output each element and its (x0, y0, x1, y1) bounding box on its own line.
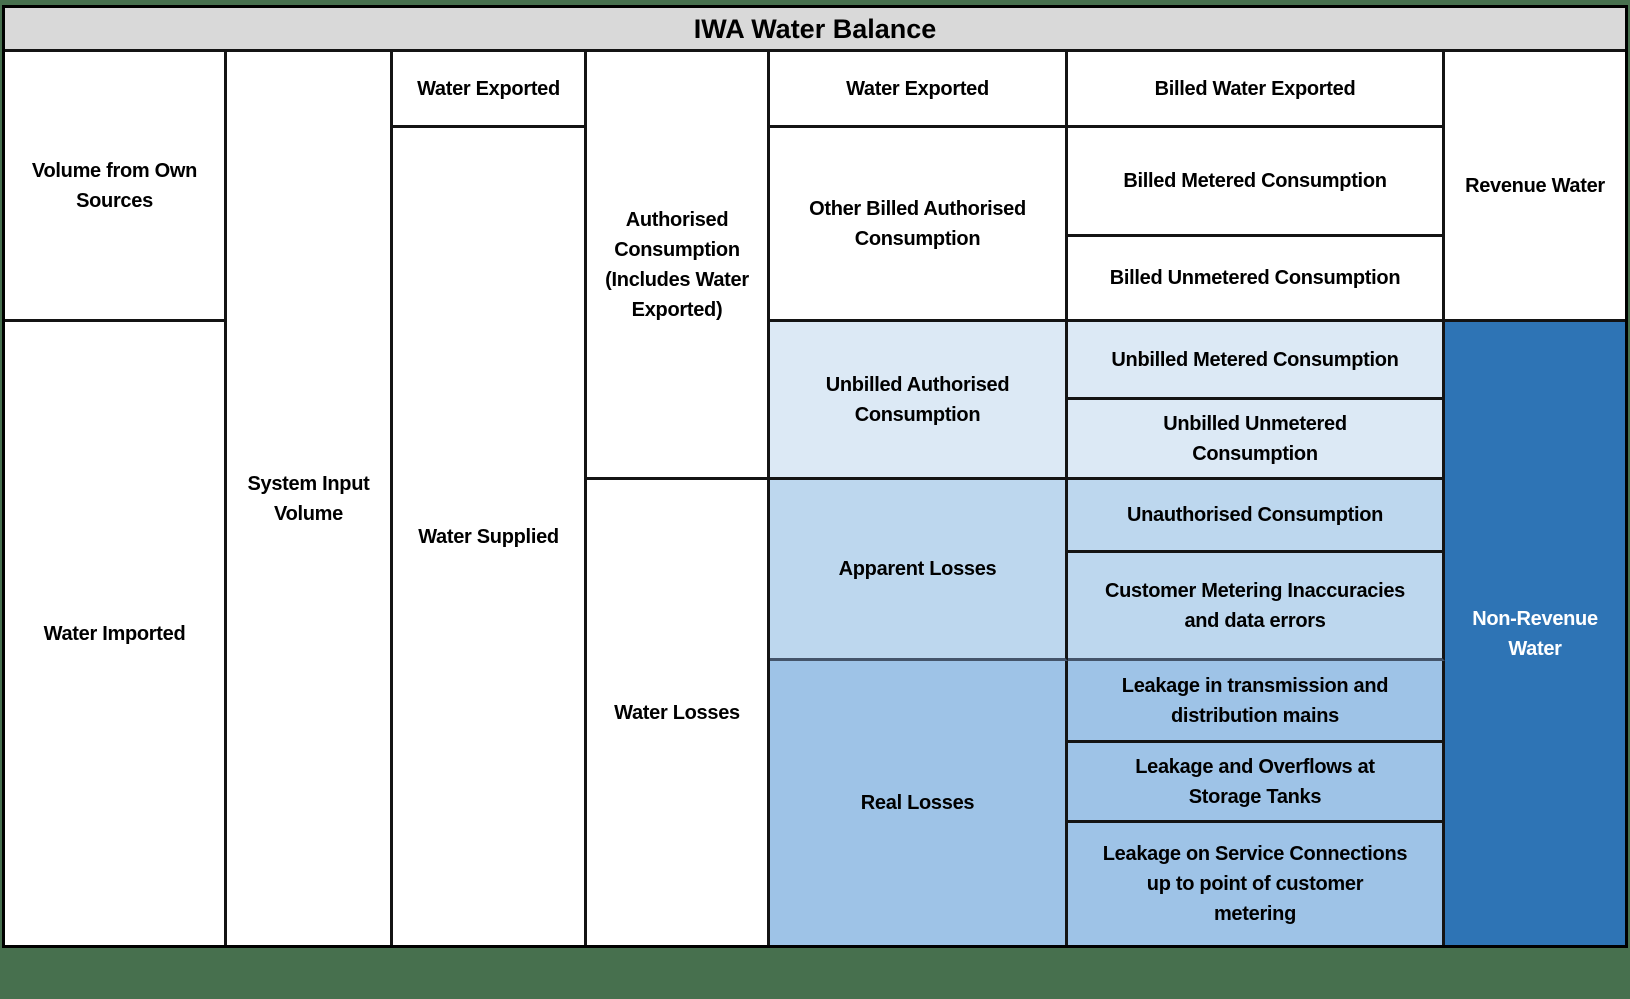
cell-billed-unmetered-consumption: Billed Unmetered Consumption (1068, 237, 1445, 322)
cell-unbilled-authorised-consumption: Unbilled Authorised Consumption (770, 322, 1068, 480)
cell-other-billed-authorised-consumption: Other Billed Authorised Consumption (770, 128, 1068, 322)
cell-water-losses: Water Losses (587, 480, 770, 945)
cell-water-imported: Water Imported (5, 322, 227, 945)
cell-leakage-overflows-storage-tanks: Leakage and Overflows at Storage Tanks (1068, 743, 1445, 823)
cell-unbilled-unmetered-consumption: Unbilled Unmetered Consumption (1068, 400, 1445, 480)
cell-volume-from-own-sources: Volume from Own Sources (5, 52, 227, 322)
table-title: IWA Water Balance (5, 8, 1625, 52)
cell-water-supplied: Water Supplied (393, 128, 587, 945)
cell-water-exported-supply-side: Water Exported (393, 52, 587, 128)
cell-billed-water-exported: Billed Water Exported (1068, 52, 1445, 128)
cell-unbilled-metered-consumption: Unbilled Metered Consumption (1068, 322, 1445, 400)
iwa-water-balance-table: IWA Water Balance Volume from Own Source… (2, 5, 1628, 948)
cell-non-revenue-water: Non-Revenue Water (1445, 322, 1625, 945)
cell-unauthorised-consumption: Unauthorised Consumption (1068, 480, 1445, 553)
cell-billed-metered-consumption: Billed Metered Consumption (1068, 128, 1445, 237)
cell-leakage-service-connections: Leakage on Service Connections up to poi… (1068, 823, 1445, 945)
cell-water-exported-authorised: Water Exported (770, 52, 1068, 128)
cell-apparent-losses: Apparent Losses (770, 480, 1068, 661)
cell-customer-metering-inaccuracies: Customer Metering Inaccuracies and data … (1068, 553, 1445, 661)
cell-revenue-water: Revenue Water (1445, 52, 1625, 322)
cell-leakage-transmission-mains: Leakage in transmission and distribution… (1068, 661, 1445, 743)
cell-real-losses: Real Losses (770, 661, 1068, 945)
cell-authorised-consumption: Authorised Consumption (Includes Water E… (587, 52, 770, 480)
cell-system-input-volume: System Input Volume (227, 52, 393, 945)
